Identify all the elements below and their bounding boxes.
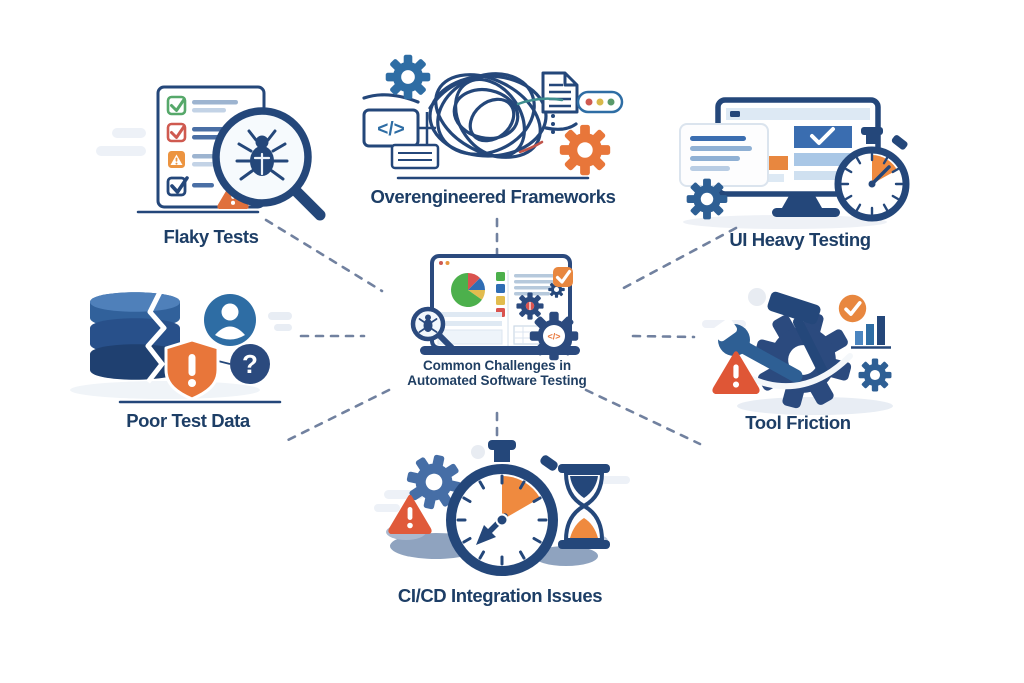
note-card-icon [679, 123, 769, 187]
red-flow-line [518, 140, 544, 154]
label-tool-friction: Tool Friction [745, 412, 851, 433]
status-dots-icon [576, 90, 624, 114]
stopwatch-icon [834, 127, 910, 222]
connector-ui-heavy [616, 226, 738, 293]
label-poor-test-data: Poor Test Data [126, 410, 250, 431]
code-gear-icon: </> [529, 311, 579, 361]
document-icon [541, 71, 579, 114]
svg-text:?: ? [242, 349, 258, 379]
connector-flaky-tests [264, 218, 384, 293]
overengineered-illustration: </> [362, 54, 624, 180]
ui-heavy-illustration [679, 97, 910, 222]
center-dashboard-illustration: </> [410, 254, 580, 361]
svg-text:</>: </> [377, 119, 404, 140]
code-box-icon: </> [362, 108, 436, 148]
user-circle-icon [204, 294, 256, 346]
bug-gear-icon [516, 292, 544, 320]
question-circle-icon: ? [230, 344, 270, 384]
warning-triangle-icon [388, 495, 432, 534]
stopwatch-icon [446, 440, 558, 576]
diagram-title: Common Challenges in Automated Software … [407, 358, 587, 388]
pie-chart-icon [451, 273, 485, 307]
check-circle-icon [838, 294, 867, 323]
magnifier-bug-icon [212, 107, 326, 221]
teal-flow-line [516, 97, 564, 106]
dotted-flow-line [551, 114, 555, 134]
cracked-database-icon [90, 290, 180, 384]
orange-gear-icon [559, 124, 611, 176]
magnifier-bug-icon [410, 306, 455, 351]
diagram-title-line1: Common Challenges in [422, 358, 572, 373]
warning-triangle-icon [715, 353, 758, 392]
flaky-tests-illustration [136, 85, 326, 221]
label-cicd-integration-issues: CI/CD Integration Issues [397, 585, 603, 606]
tool-friction-illustration [698, 291, 892, 418]
note-box-icon [390, 143, 440, 170]
legend-squares [496, 272, 505, 317]
small-gear-icon [858, 358, 892, 392]
crack [145, 290, 167, 384]
hourglass-icon [558, 464, 610, 549]
report-lines [514, 274, 560, 296]
wrench-icon [712, 318, 803, 383]
warning-shield-icon [164, 338, 220, 401]
label-overengineered-frameworks: Overengineered Frameworks [370, 186, 616, 207]
decor-blobs [70, 128, 893, 566]
connector-bottom-left [282, 388, 391, 444]
connector-lines [264, 217, 738, 446]
hammer-icon [767, 291, 829, 379]
label-flaky-tests: Flaky Tests [163, 226, 259, 247]
gear-icon [686, 178, 728, 220]
cicd-illustration [388, 440, 610, 576]
connector-tool-friction [631, 334, 696, 339]
swoosh [747, 353, 853, 390]
bar-chart-icon [851, 316, 891, 349]
poor-test-data-illustration: ? [90, 290, 282, 404]
blue-gear-icon [385, 54, 431, 100]
connector-bottom-right [584, 388, 702, 446]
diagram-title-line2: Automated Software Testing [407, 373, 587, 388]
svg-text:</>: </> [547, 332, 560, 342]
check-badge-icon [553, 267, 573, 287]
label-ui-heavy-testing: UI Heavy Testing [729, 229, 871, 250]
tangled-lines [362, 72, 578, 159]
